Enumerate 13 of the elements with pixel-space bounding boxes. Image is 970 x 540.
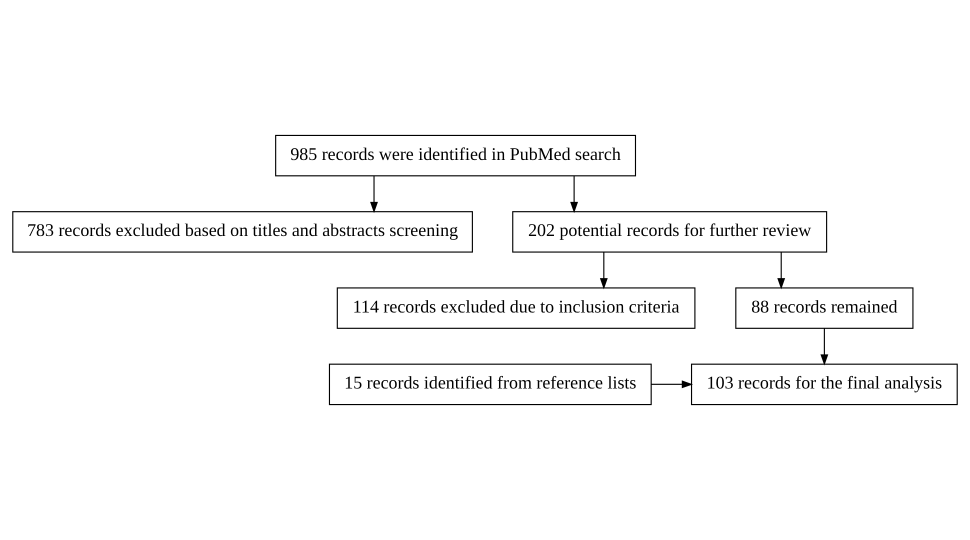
node-box: 202 potential records for further review	[512, 211, 828, 253]
arrow	[820, 328, 828, 366]
node-box: 15 records identified from reference lists	[328, 364, 652, 406]
arrow	[370, 176, 378, 214]
node-box: 114 records excluded due to inclusion criteria	[336, 287, 696, 329]
node-box: 985 records were identified in PubMed search	[275, 134, 636, 176]
arrow	[570, 176, 578, 214]
arrow	[651, 380, 694, 388]
arrow	[600, 252, 608, 290]
arrow	[777, 252, 786, 290]
node-box: 783 records excluded based on titles and abstracts screening	[12, 211, 473, 253]
node-box: 103 records for the final analysis	[690, 364, 958, 406]
node-box: 88 records remained	[735, 287, 914, 329]
